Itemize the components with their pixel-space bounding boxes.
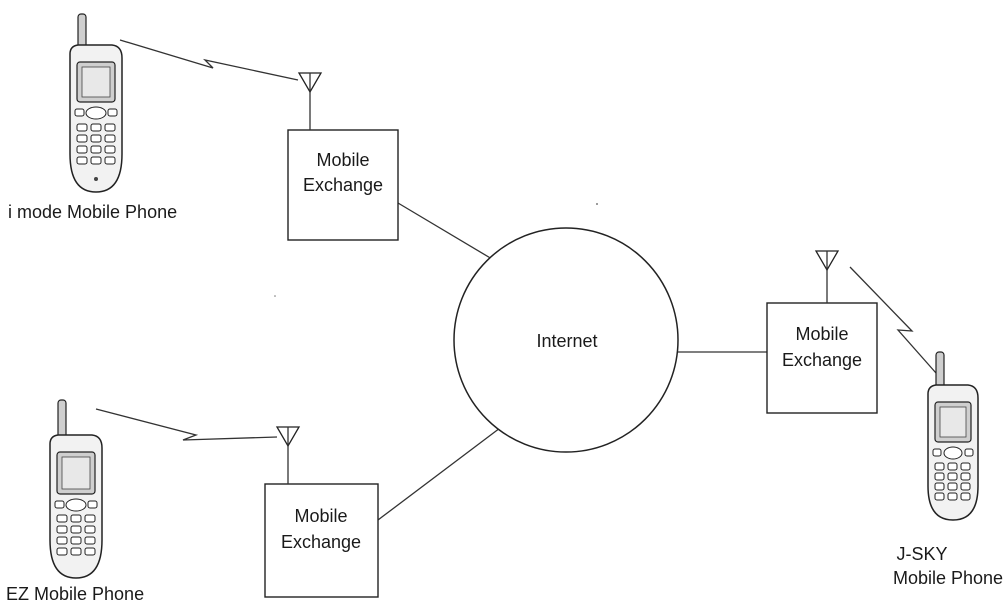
antenna-top-left-icon	[297, 72, 323, 130]
antenna-right-icon	[814, 250, 840, 303]
scan-speck	[274, 295, 276, 297]
link-bottom-left-to-internet	[377, 427, 501, 521]
internet-label: Internet	[536, 331, 597, 351]
scan-speck	[596, 203, 598, 205]
exchange-label-line1: Mobile	[795, 324, 848, 344]
wireless-link-imode	[119, 39, 299, 81]
jsky-phone-label-line2: Mobile Phone	[893, 568, 1003, 588]
jsky-phone-icon	[927, 351, 979, 521]
ez-phone-icon	[49, 399, 103, 579]
internet-circle	[453, 227, 679, 453]
imode-phone-label: i mode Mobile Phone	[8, 202, 177, 222]
exchange-label-line1: Mobile	[316, 150, 369, 170]
jsky-phone-label-line1: J-SKY	[896, 544, 947, 564]
wireless-link-jsky	[849, 266, 937, 374]
wireless-link-ez	[95, 408, 278, 441]
antenna-bottom-left-icon	[275, 426, 301, 484]
exchange-label-line2: Exchange	[281, 532, 361, 552]
ez-phone-label: EZ Mobile Phone	[6, 584, 144, 604]
link-top-left-to-internet	[397, 202, 493, 260]
imode-phone-icon	[69, 13, 123, 193]
exchange-label-line1: Mobile	[294, 506, 347, 526]
exchange-label-line2: Exchange	[303, 175, 383, 195]
mobile-exchange-right: Mobile Exchange	[766, 302, 878, 414]
mobile-exchange-top-left: Mobile Exchange	[287, 129, 399, 241]
mobile-exchange-bottom-left: Mobile Exchange	[264, 483, 379, 598]
exchange-label-line2: Exchange	[782, 350, 862, 370]
